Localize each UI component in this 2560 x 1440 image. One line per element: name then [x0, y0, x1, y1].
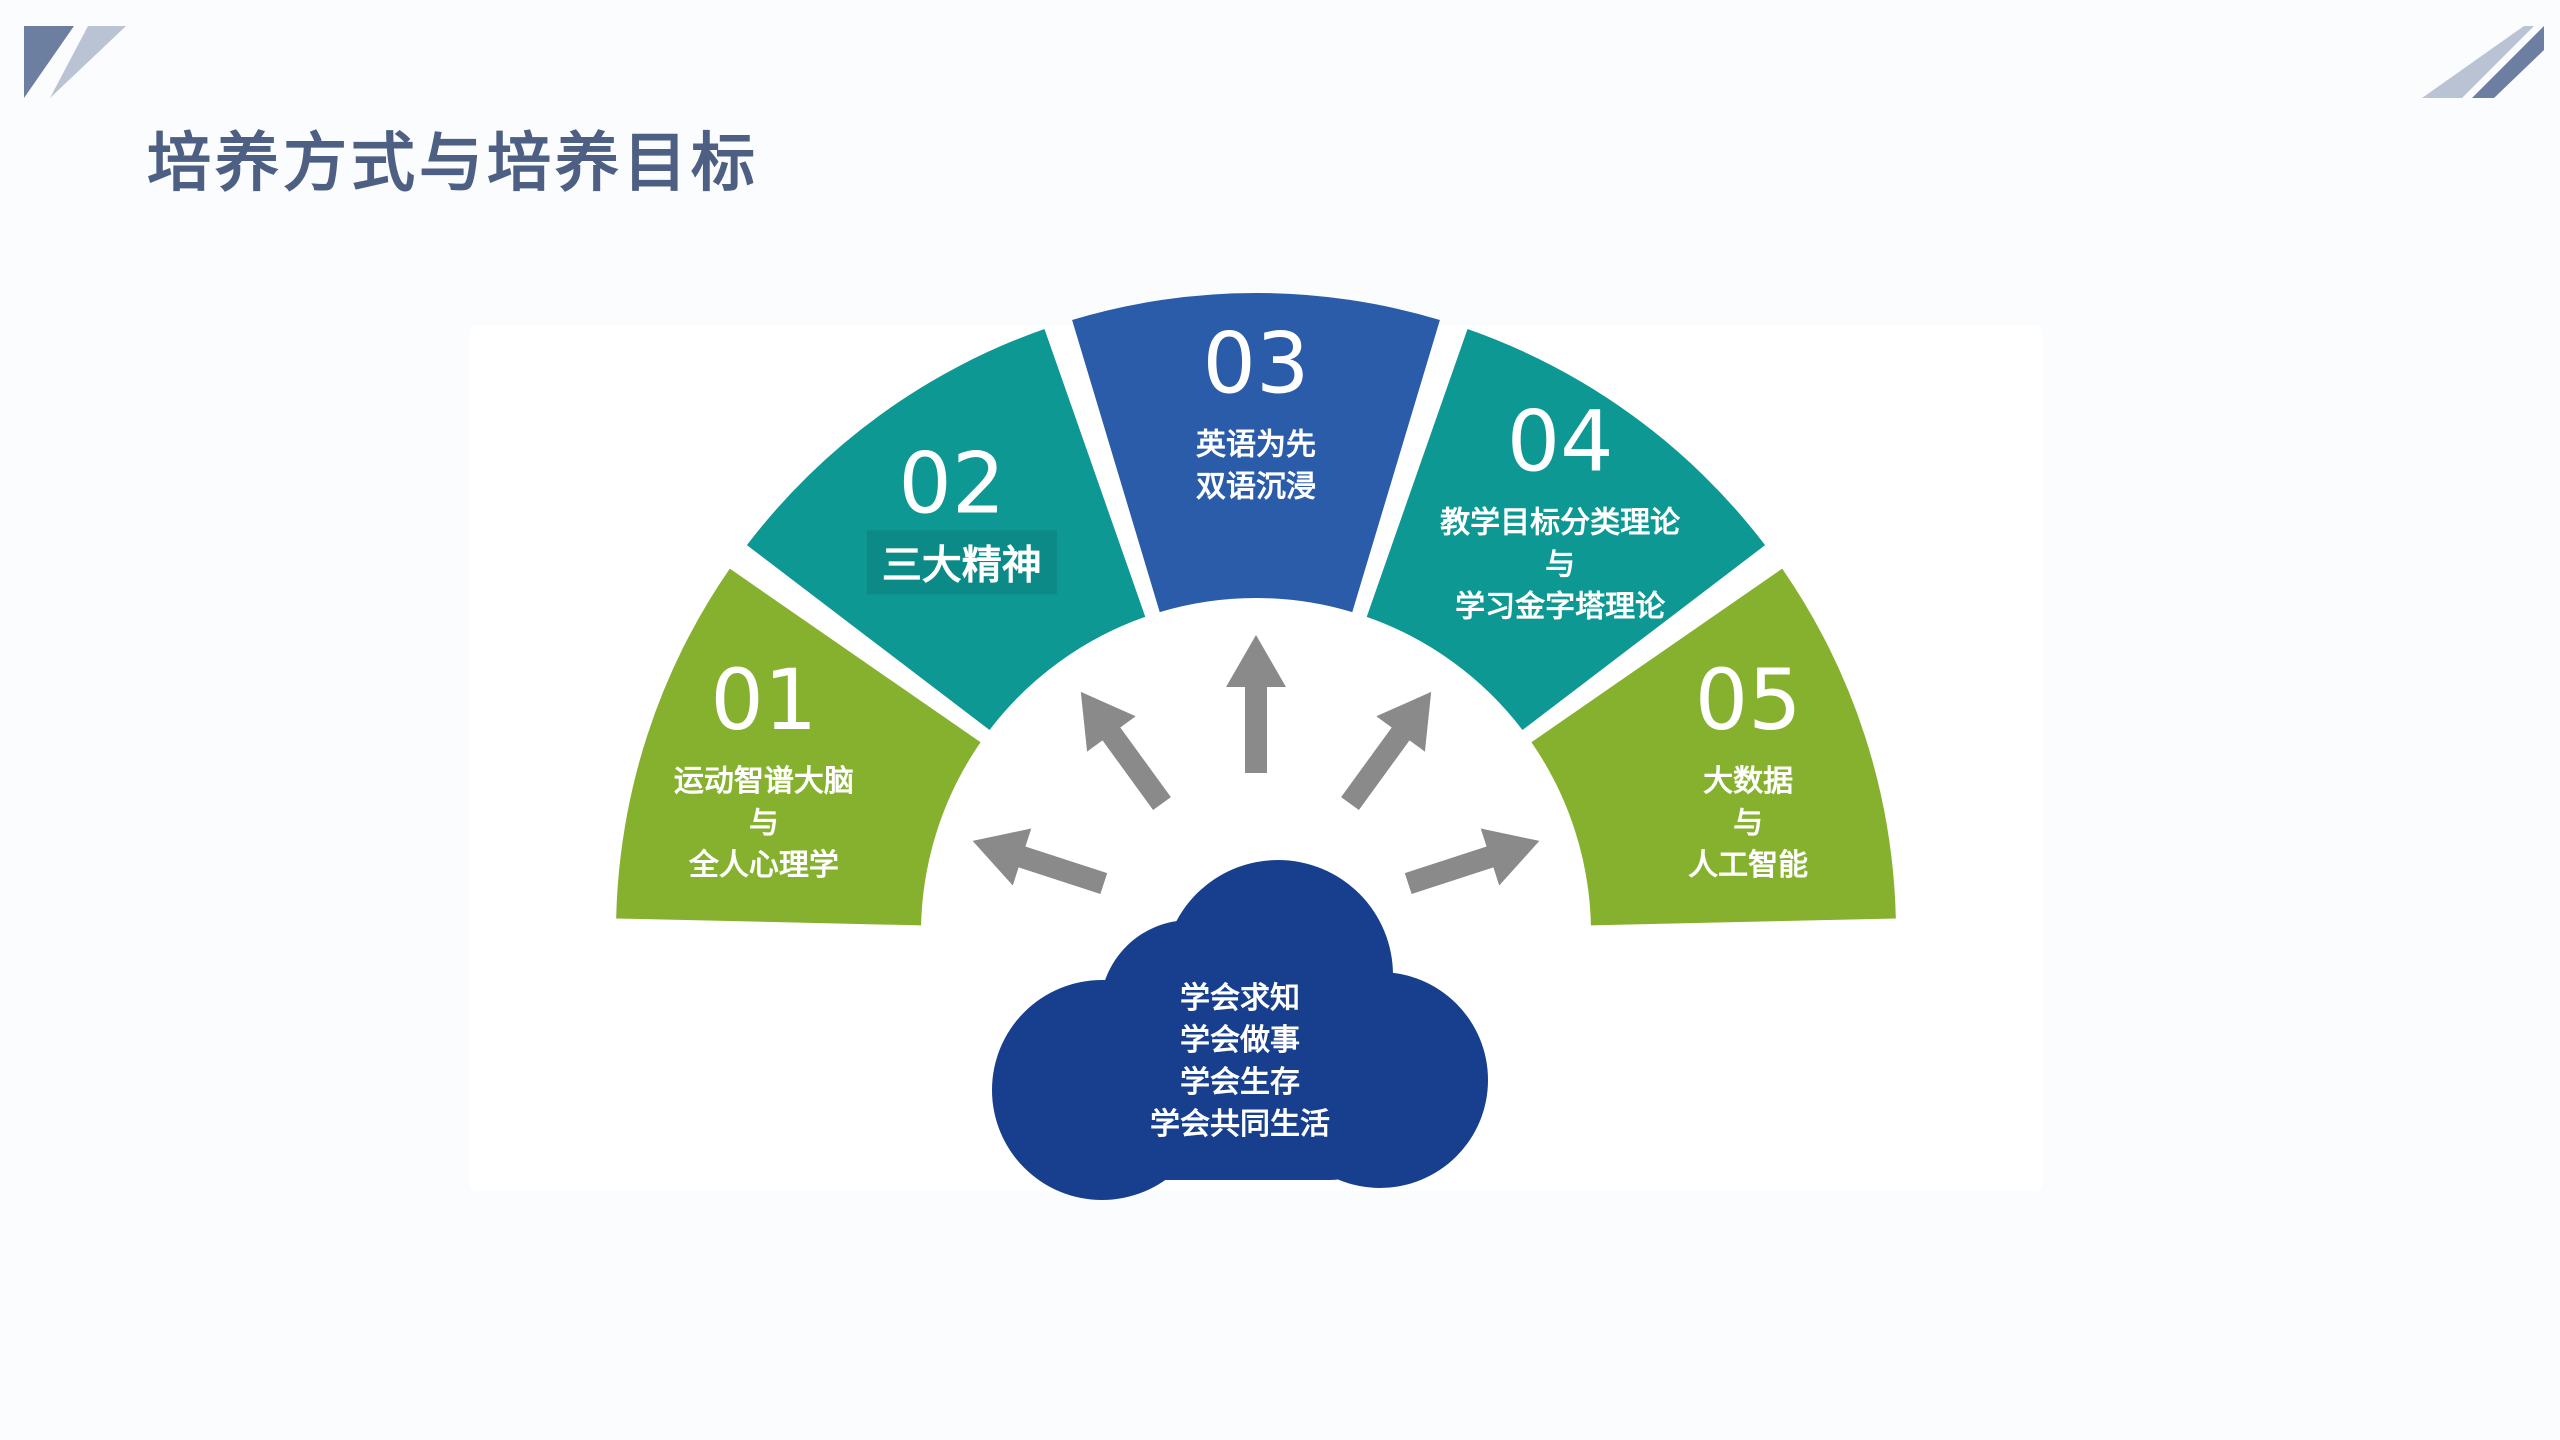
segment-01-shape [616, 568, 981, 926]
segment-04-label-line: 学习金字塔理论 [1455, 589, 1666, 624]
cloud-text-line: 学会生存 [1180, 1065, 1300, 1100]
segment-05-label-line: 大数据 [1703, 764, 1793, 799]
arrow-5 [1404, 828, 1540, 894]
stripe-dark [2472, 26, 2544, 98]
segment-05-label-line: 与 [1733, 806, 1763, 841]
segment-05-shape [1531, 568, 1896, 926]
arrow-3 [1226, 635, 1286, 773]
cloud [992, 860, 1488, 1200]
segment-04-number: 04 [1507, 392, 1614, 490]
segment-02-number: 02 [898, 434, 1005, 532]
cloud-text-line: 学会求知 [1180, 981, 1300, 1016]
segment-01-number: 01 [710, 651, 817, 749]
segment-04-label-line: 与 [1545, 547, 1575, 582]
page-title: 培养方式与培养目标 [147, 127, 759, 201]
arrow-1 [972, 828, 1108, 894]
segment-02-label-box [866, 530, 1057, 595]
cloud-text-line: 学会做事 [1180, 1023, 1300, 1058]
segment-05-label-line: 人工智能 [1688, 848, 1808, 883]
arrow-2 [1080, 691, 1171, 810]
segment-02: 02 三大精神 [746, 328, 1146, 730]
segment-03-number: 03 [1203, 315, 1310, 413]
segment-01-label-line: 全人心理学 [688, 848, 839, 883]
arrow-4 [1341, 691, 1432, 810]
stripe-dark [24, 26, 74, 98]
arrows-layer [972, 635, 1540, 894]
segment-03-label-line: 英语为先 [1196, 428, 1316, 463]
stripe-light [2422, 26, 2534, 98]
cloud-part [1100, 1000, 1390, 1180]
corner-stripe-decoration-left [24, 26, 126, 98]
segment-02-shape [746, 328, 1146, 730]
segment-02-label-line: 三大精神 [882, 542, 1042, 588]
segment-04-shape [1366, 328, 1766, 730]
segment-03-label-line: 双语沉浸 [1196, 470, 1316, 505]
corner-stripe-decoration-right [2422, 26, 2544, 98]
segment-03-shape [1072, 293, 1440, 613]
segment-01-label-line: 与 [749, 806, 779, 841]
segment-05-number: 05 [1695, 651, 1802, 749]
cloud-text-line: 学会共同生活 [1150, 1107, 1330, 1142]
segment-04-label-line: 教学目标分类理论 [1440, 505, 1681, 540]
stripe-light [50, 26, 126, 98]
segment-01-label-line: 运动智谱大脑 [674, 764, 854, 799]
